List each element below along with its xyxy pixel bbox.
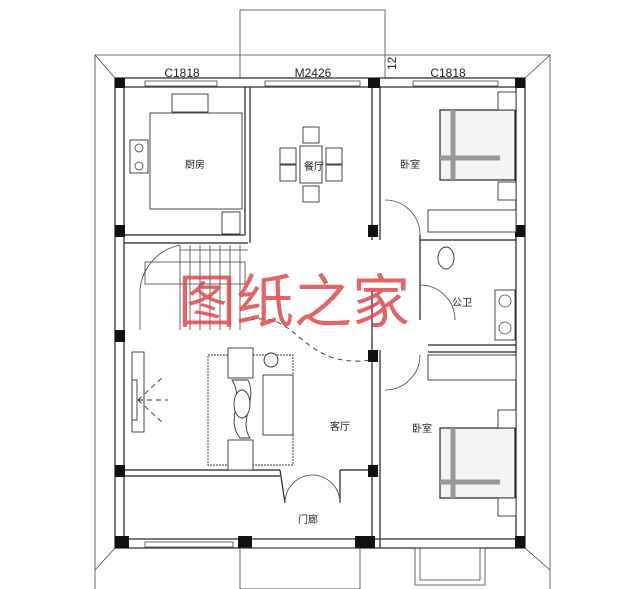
watermark: 图纸之家 bbox=[178, 268, 410, 336]
roof-outline bbox=[94, 54, 551, 589]
kitchen-fixtures bbox=[129, 93, 243, 235]
room-label-porch: 门廊 bbox=[298, 513, 318, 526]
interior-walls bbox=[124, 87, 516, 548]
door-swings bbox=[249, 199, 456, 504]
offset-mark: 12 bbox=[385, 56, 399, 70]
windows bbox=[144, 80, 499, 589]
room-label-bedroom-top: 卧室 bbox=[400, 158, 420, 171]
room-label-kitchen: 厨房 bbox=[185, 158, 205, 171]
window-label-right: C1818 bbox=[430, 66, 466, 80]
structural-columns bbox=[115, 78, 525, 548]
dining-table bbox=[279, 126, 343, 203]
living-room-furniture bbox=[131, 347, 294, 471]
room-label-dining: 餐厅 bbox=[304, 160, 324, 173]
window-label-left: C1818 bbox=[164, 66, 200, 80]
door-label-center: M2426 bbox=[295, 66, 332, 80]
bed-bottom bbox=[439, 409, 517, 517]
staircase bbox=[139, 244, 248, 330]
room-label-bathroom: 公卫 bbox=[452, 298, 472, 309]
bathroom-fixtures bbox=[427, 246, 517, 381]
room-label-living: 客厅 bbox=[330, 420, 350, 433]
bed-top bbox=[427, 91, 517, 233]
room-label-bedroom-bottom: 卧室 bbox=[412, 422, 432, 435]
